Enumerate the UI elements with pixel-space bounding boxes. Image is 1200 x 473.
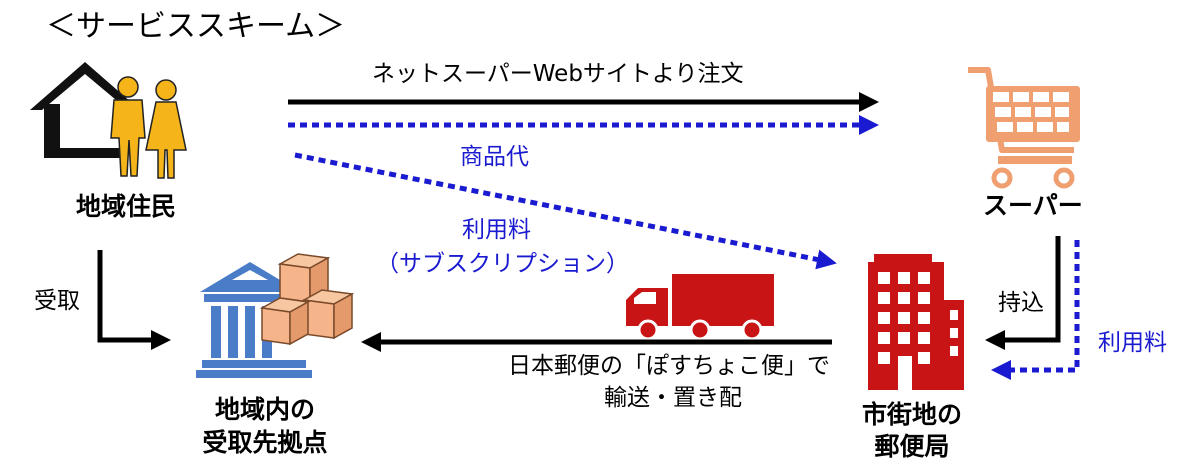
- usage-fee-right-label: 利用料: [1098, 330, 1167, 356]
- post-office-label-line2: 郵便局: [874, 432, 950, 461]
- usage-fee-label-line1: 利用料: [462, 217, 531, 243]
- receive-arrow: [97, 250, 172, 350]
- supermarket-label: スーパー: [983, 191, 1083, 220]
- transport-label-line1: 日本郵便の「ぽすちょこ便」で: [508, 353, 830, 379]
- shopping-cart-icon: [968, 67, 1080, 189]
- receive-label: 受取: [34, 288, 80, 314]
- pickup-point-label-line1: 地域内の: [214, 395, 315, 424]
- delivery-truck-icon: [626, 274, 774, 341]
- residents-label: 地域住民: [76, 192, 177, 221]
- usage-fee-right-arrow: [990, 240, 1080, 380]
- transport-label-line2: 輸送・置き配: [604, 385, 742, 411]
- usage-fee-arrow: [294, 152, 837, 270]
- bring-in-arrow: [984, 236, 1061, 350]
- usage-fee-label-line2: （サブスクリプション）: [376, 251, 629, 277]
- bank-building-with-boxes-icon: [196, 253, 355, 378]
- post-office-building-icon: [868, 254, 964, 390]
- order-label: ネットスーパーWebサイトより注文: [372, 61, 744, 87]
- product-fee-label: 商品代: [460, 144, 529, 170]
- diagram-title: ＜サービススキーム＞: [46, 9, 346, 44]
- post-office-label-line1: 市街地の: [861, 400, 962, 429]
- house-and-people-icon: [30, 62, 187, 179]
- pickup-point-label-line2: 受取先拠点: [202, 428, 328, 457]
- bring-in-label: 持込: [998, 290, 1044, 316]
